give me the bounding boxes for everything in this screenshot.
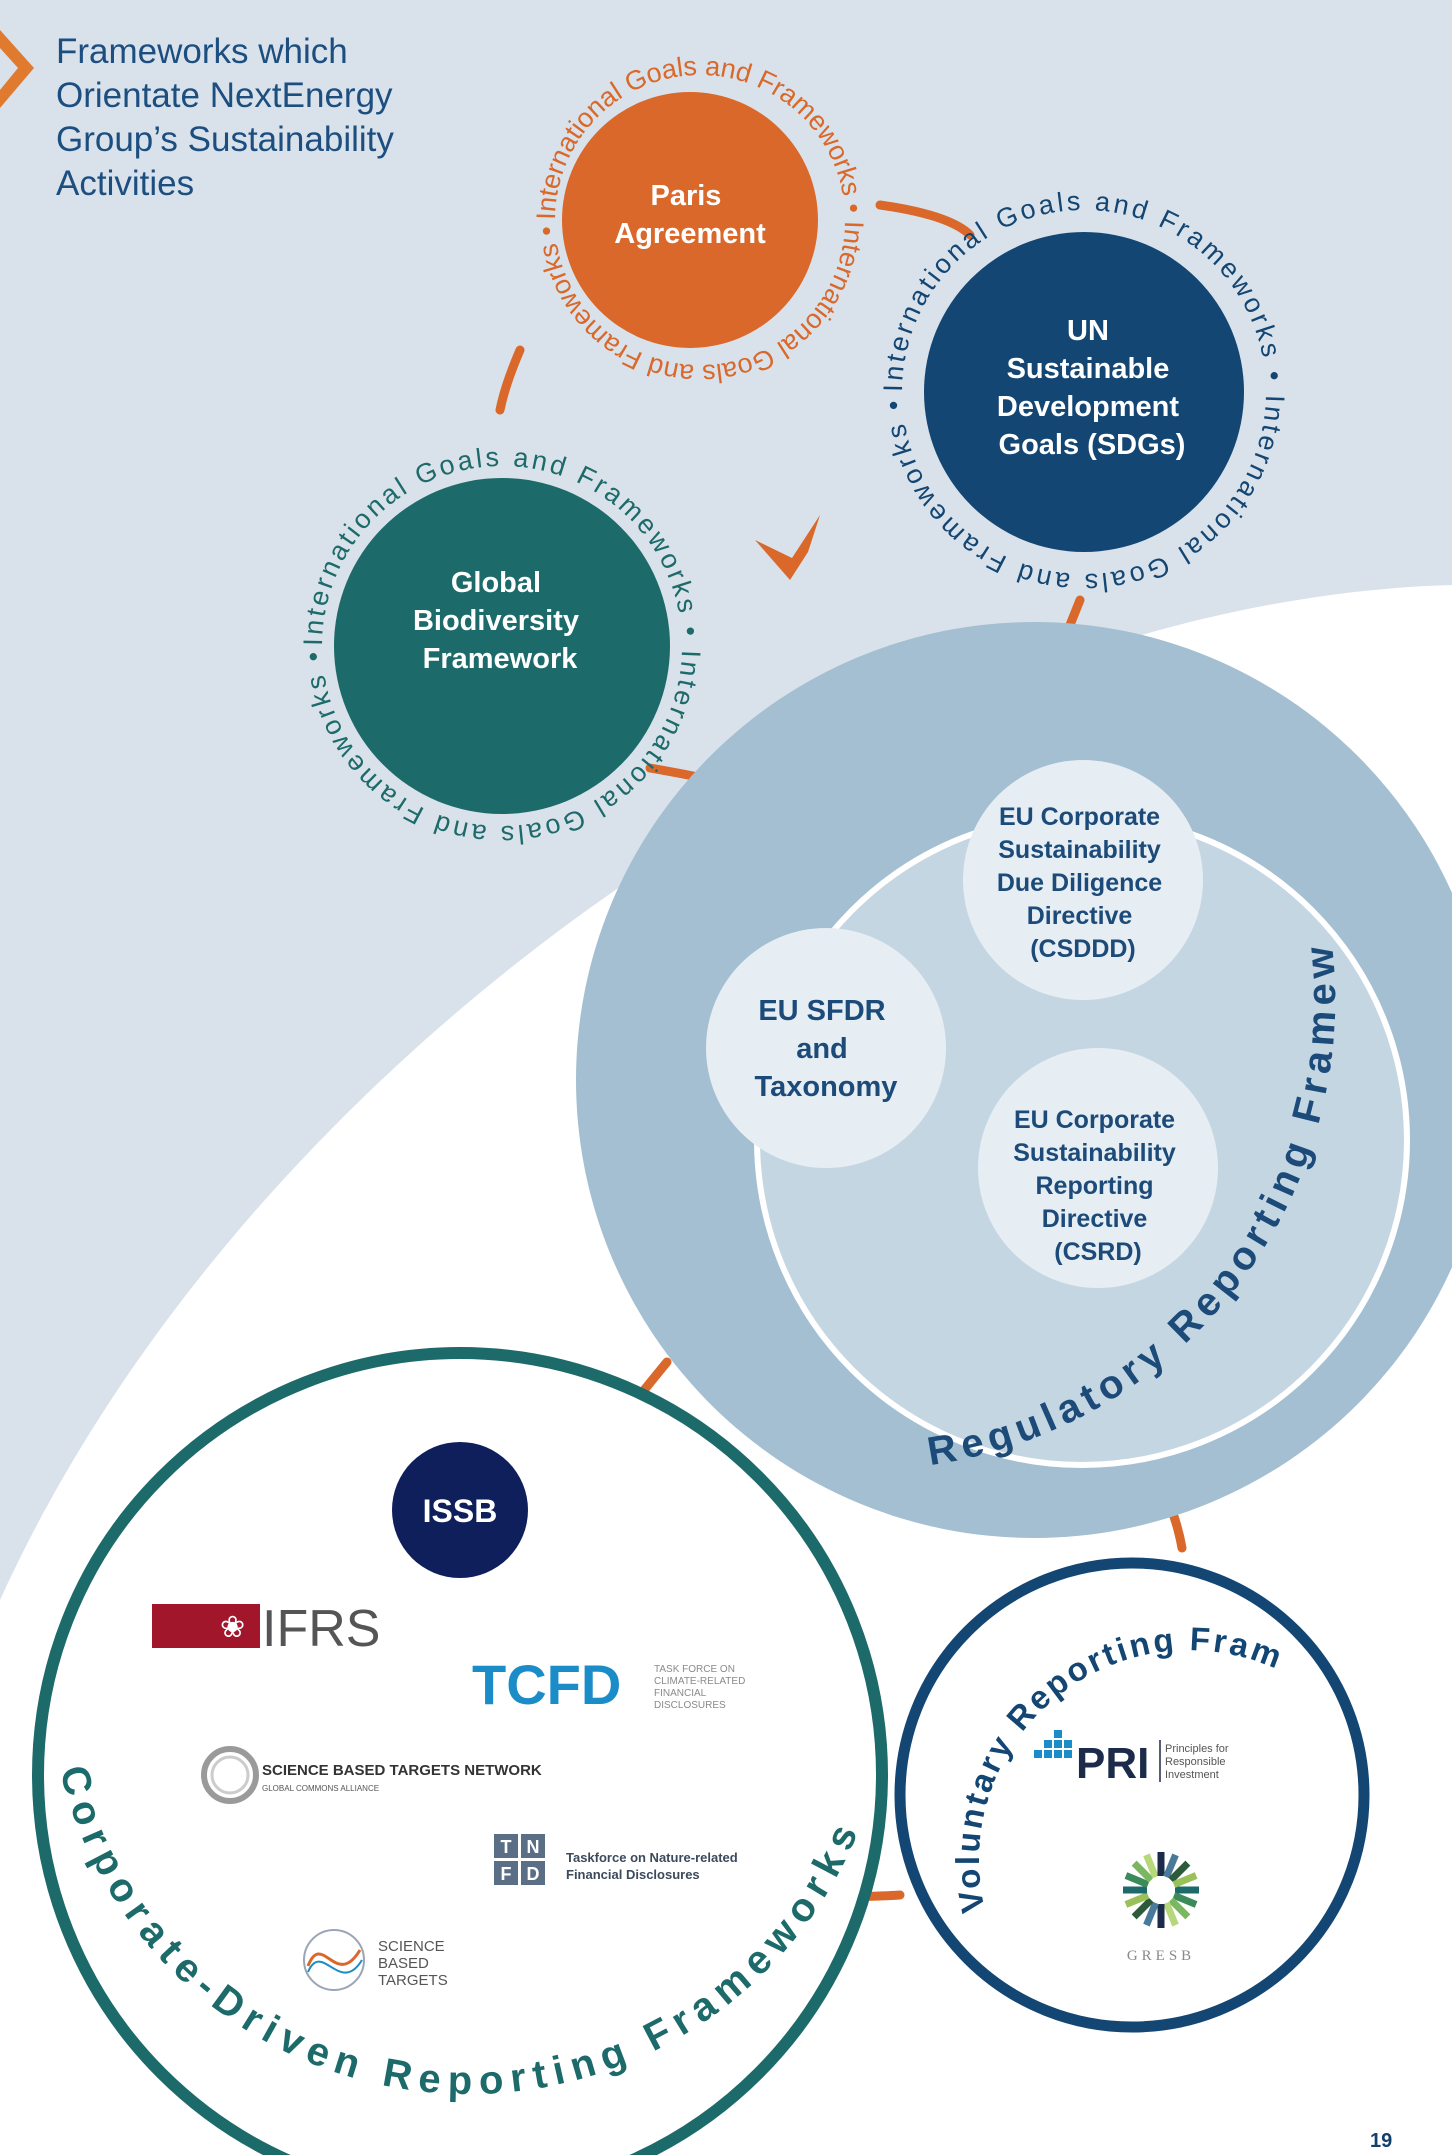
tnfd-letter-n: N (527, 1837, 540, 1857)
page-heading: Frameworks which Orientate NextEnergy Gr… (56, 30, 476, 206)
tcfd-logo-text: TCFD (472, 1653, 621, 1716)
gresb-logo-icon (1123, 1852, 1199, 1928)
csrd-pill (978, 1048, 1218, 1288)
corporate-circle (32, 1347, 888, 2155)
sfdr-label: EU SFDR and Taxonomy (755, 995, 898, 1103)
gresb-logo-bar (1163, 1853, 1179, 1879)
gresb-logo-bar (1143, 1853, 1159, 1879)
sbt-logo-wave-icon (306, 1949, 362, 1967)
ifrs-logo-block (152, 1604, 260, 1648)
gresb-logo-bar (1131, 1860, 1154, 1883)
sbtn-logo-ring (201, 1746, 259, 1804)
paris-circle (562, 92, 818, 348)
tcfd-logo-caption: TASK FORCE ON CLIMATE-RELATED FINANCIAL … (654, 1664, 748, 1711)
tnfd-letter-t: T (501, 1837, 512, 1857)
sbtn-logo-caption: GLOBAL COMMONS ALLIANCE (262, 1784, 379, 1793)
issb-logo-text: ISSB (423, 1493, 498, 1529)
sbt-logo-text: SCIENCE BASED TARGETS (378, 1938, 449, 1989)
sbtn-logo-text: SCIENCE BASED TARGETS NETWORK (262, 1762, 542, 1779)
ifrs-logo-icon: ❀ (220, 1610, 245, 1645)
voluntary-circle (894, 1557, 1370, 2033)
sbtn-logo-ring-inner (210, 1755, 250, 1795)
tnfd-logo-text: Taskforce on Nature-related Financial Di… (566, 1850, 741, 1882)
pri-logo-text: PRI (1076, 1739, 1149, 1788)
gresb-logo-text: GRESB (1127, 1948, 1195, 1964)
gbf-label: Global Biodiversity Framework (413, 567, 587, 675)
gresb-logo-bar (1143, 1901, 1159, 1927)
csrd-label: EU Corporate Sustainability Reporting Di… (1013, 1106, 1183, 1266)
gresb-logo-bar (1168, 1860, 1191, 1883)
gresb-logo-bar (1163, 1901, 1179, 1927)
sdg-label: UN Sustainable Development Goals (SDGs) (997, 315, 1187, 461)
connector-paris-sdg (875, 200, 975, 240)
sdg-circle (924, 232, 1244, 552)
csddd-label: EU Corporate Sustainability Due Diligenc… (997, 803, 1169, 963)
page-number: 19 (1370, 2130, 1393, 2152)
gresb-logo-bar (1124, 1892, 1150, 1908)
gresb-logo-bar (1124, 1872, 1150, 1888)
chevron-right-icon (0, 30, 34, 108)
issb-logo (392, 1442, 528, 1578)
csddd-pill (963, 760, 1203, 1000)
gresb-logo-bar (1168, 1897, 1191, 1920)
paris-label: Paris Agreement (614, 180, 766, 250)
tnfd-letter-d: D (527, 1864, 540, 1884)
connector-paris-gbf (495, 345, 525, 415)
ifrs-logo-text: IFRS (262, 1600, 380, 1658)
sbt-logo-wave-icon-2 (307, 1959, 363, 1974)
gresb-logo-bar (1131, 1897, 1154, 1920)
gresb-logo-bar (1172, 1892, 1198, 1908)
heading-text: Frameworks which Orientate NextEnergy Gr… (56, 32, 394, 203)
tnfd-logo-grid (494, 1834, 545, 1885)
sfdr-pill (706, 928, 946, 1168)
pri-logo-icon (1034, 1730, 1072, 1758)
pri-logo-caption: Principles for Responsible Investment (1165, 1743, 1232, 1781)
check-mark-icon (755, 515, 820, 580)
tnfd-letter-f: F (501, 1864, 512, 1884)
gresb-logo-bar (1172, 1872, 1198, 1888)
gbf-circle (334, 478, 670, 814)
